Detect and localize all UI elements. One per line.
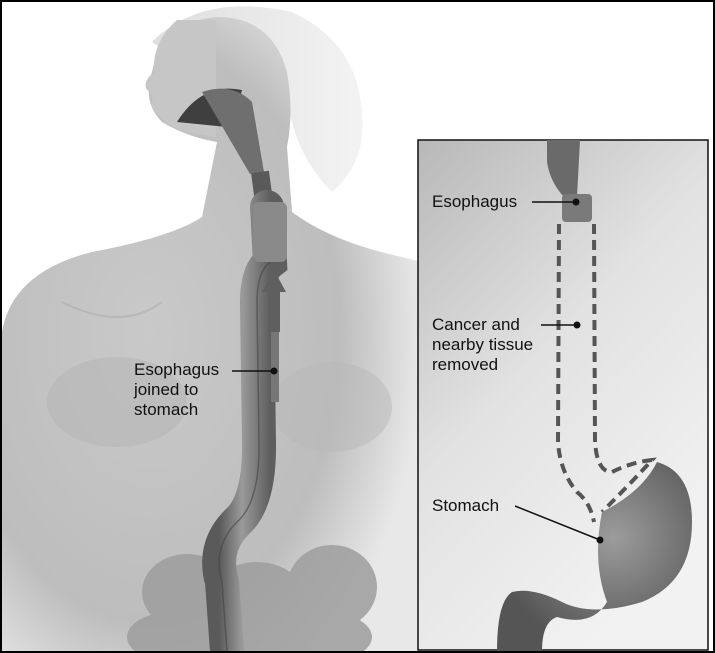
label-esophagus-joined-line1: Esophagus	[134, 360, 219, 380]
label-removed-line2: nearby tissue	[432, 335, 533, 355]
inset-panel	[418, 140, 708, 651]
label-inset-esophagus: Esophagus	[432, 192, 517, 212]
label-removed-line3: removed	[432, 355, 498, 375]
label-inset-stomach: Stomach	[432, 496, 499, 516]
label-esophagus-joined-line2: joined to	[134, 380, 198, 400]
label-esophagus-joined-line3: stomach	[134, 400, 198, 420]
label-removed-line1: Cancer and	[432, 315, 520, 335]
